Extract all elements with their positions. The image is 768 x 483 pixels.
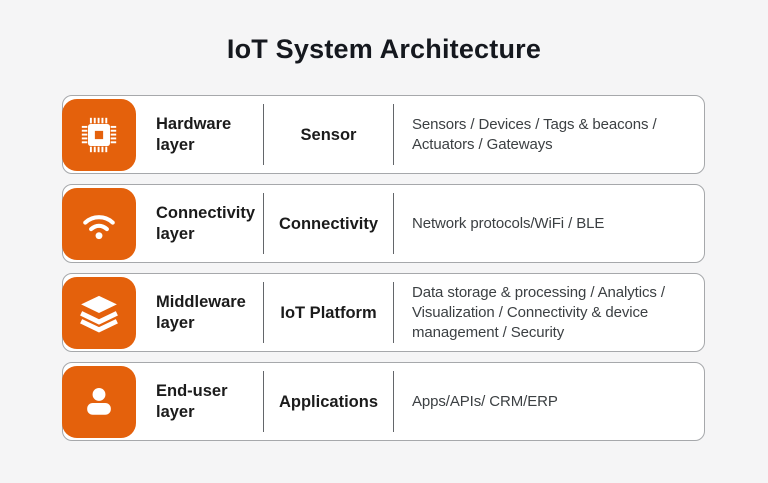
category-label: IoT Platform xyxy=(280,303,377,322)
category-label: Connectivity xyxy=(278,214,379,233)
cpu-chip-icon xyxy=(77,113,121,157)
layer-name-label: Connectivity layer xyxy=(156,203,256,243)
description-text: Apps/APIs/ CRM/ERP xyxy=(412,392,558,410)
layer-name-label: Middleware layer xyxy=(156,292,246,332)
category-label: Sensor xyxy=(300,125,357,144)
column-divider xyxy=(263,371,264,432)
layers-icon xyxy=(77,291,121,335)
layer-icon-tile xyxy=(61,187,136,260)
category-label: Applications xyxy=(278,392,378,411)
description-text: Network protocols/WiFi / BLE xyxy=(412,214,605,232)
layer-name-label: End-user layer xyxy=(156,381,228,421)
layer-icon-tile xyxy=(61,365,136,438)
user-icon xyxy=(78,381,120,423)
layer-row-connectivity: Connectivity layer Connectivity Network … xyxy=(61,184,705,263)
column-divider xyxy=(393,193,394,254)
layer-name-label: Hardware layer xyxy=(156,114,232,154)
column-divider xyxy=(393,282,394,343)
layer-row-middleware: Middleware layer IoT Platform Data stora… xyxy=(61,273,705,352)
column-divider xyxy=(393,104,394,165)
description-text: Sensors / Devices / Tags & beacons / Act… xyxy=(412,115,657,153)
layer-row-hardware: Hardware layer Sensor Sensors / Devices … xyxy=(61,95,705,174)
layer-row-end-user: End-user layer Applications Apps/APIs/ C… xyxy=(61,362,705,441)
wifi-icon xyxy=(77,202,121,246)
description-text: Data storage & processing / Analytics / … xyxy=(412,283,665,341)
layer-icon-tile xyxy=(61,276,136,349)
architecture-diagram: Hardware layer Sensor Sensors / Devices … xyxy=(61,95,705,441)
column-divider xyxy=(263,104,264,165)
column-divider xyxy=(393,371,394,432)
column-divider xyxy=(263,193,264,254)
column-divider xyxy=(263,282,264,343)
page-title: IoT System Architecture xyxy=(226,34,542,64)
layer-icon-tile xyxy=(61,98,136,171)
